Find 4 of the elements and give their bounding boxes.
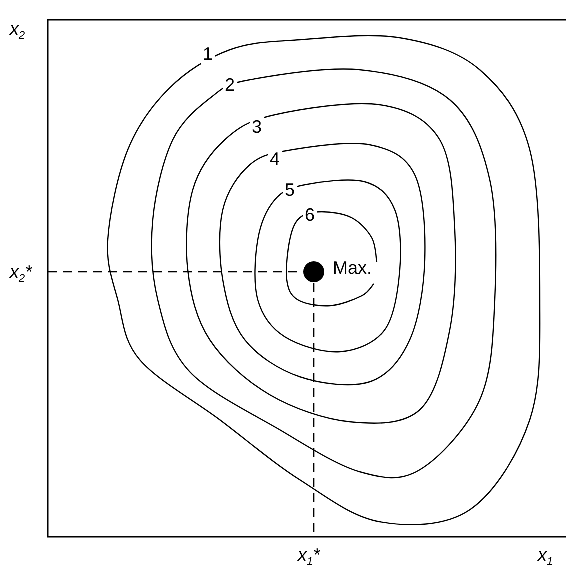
axis-label: x$_{1}$ — [536, 545, 554, 569]
axis-label: x$_{1}$* — [296, 545, 322, 569]
axis-label: x$_{2}$* — [8, 262, 34, 287]
axis-label: x$_{2}$ — [8, 19, 26, 44]
